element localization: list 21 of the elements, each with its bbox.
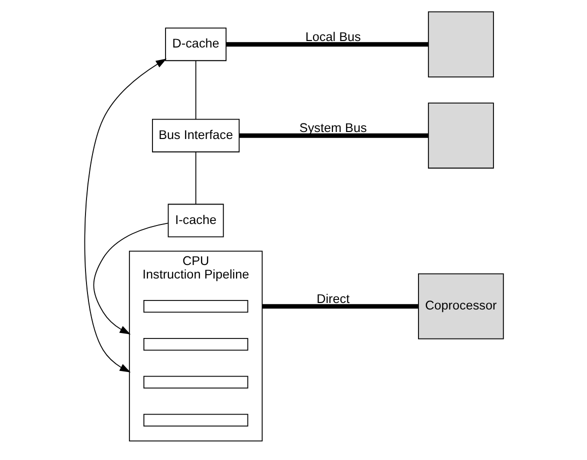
node-box: I-cache <box>167 204 224 238</box>
connector <box>194 151 196 204</box>
connector <box>238 133 428 138</box>
node-box <box>142 300 248 313</box>
node-box <box>142 376 248 389</box>
connector <box>262 304 418 309</box>
cluster: CPU Instruction Pipeline <box>128 250 262 442</box>
node-box <box>142 338 248 351</box>
node-box <box>142 414 248 426</box>
arrow <box>92 222 168 334</box>
connector <box>194 60 196 120</box>
node-box: D-cache <box>164 28 226 62</box>
node-box <box>427 11 494 78</box>
node-box: Coprocessor <box>418 273 504 340</box>
connector <box>226 42 428 47</box>
edge-label: Local Bus <box>304 30 360 44</box>
edge-label: Direct <box>316 292 350 306</box>
arrow <box>84 58 166 372</box>
edge-label: System Bus <box>298 121 366 136</box>
node-box <box>427 102 494 169</box>
node-box: Bus Interface <box>152 118 240 152</box>
